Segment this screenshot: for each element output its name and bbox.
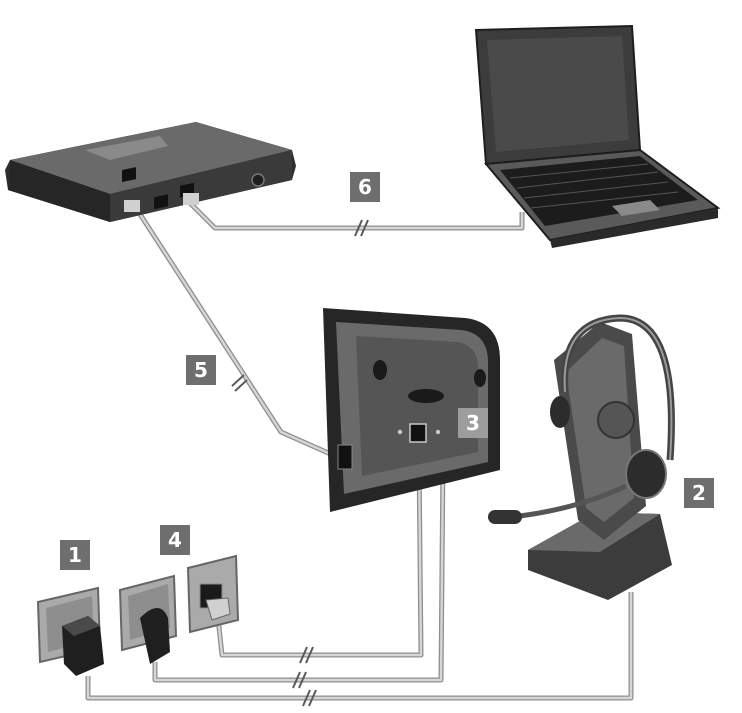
label-charger-headset: 2 — [684, 478, 714, 508]
cable-router-laptop — [188, 201, 525, 231]
label-router-cable: 5 — [186, 355, 216, 385]
headset-icon — [488, 314, 675, 524]
label-base-station: 3 — [458, 408, 488, 438]
power-adapter-icon — [62, 608, 170, 676]
phone-jack-icon — [186, 554, 240, 634]
label-phone-jack: 4 — [160, 525, 190, 555]
laptop-icon — [474, 24, 721, 248]
base-station-icon — [323, 308, 500, 512]
cable-router-base — [133, 206, 346, 463]
label-pc-cable: 6 — [350, 172, 380, 202]
cable-break-marks — [231, 219, 369, 707]
label-power-adapter: 1 — [60, 540, 90, 570]
router-icon — [5, 122, 296, 222]
